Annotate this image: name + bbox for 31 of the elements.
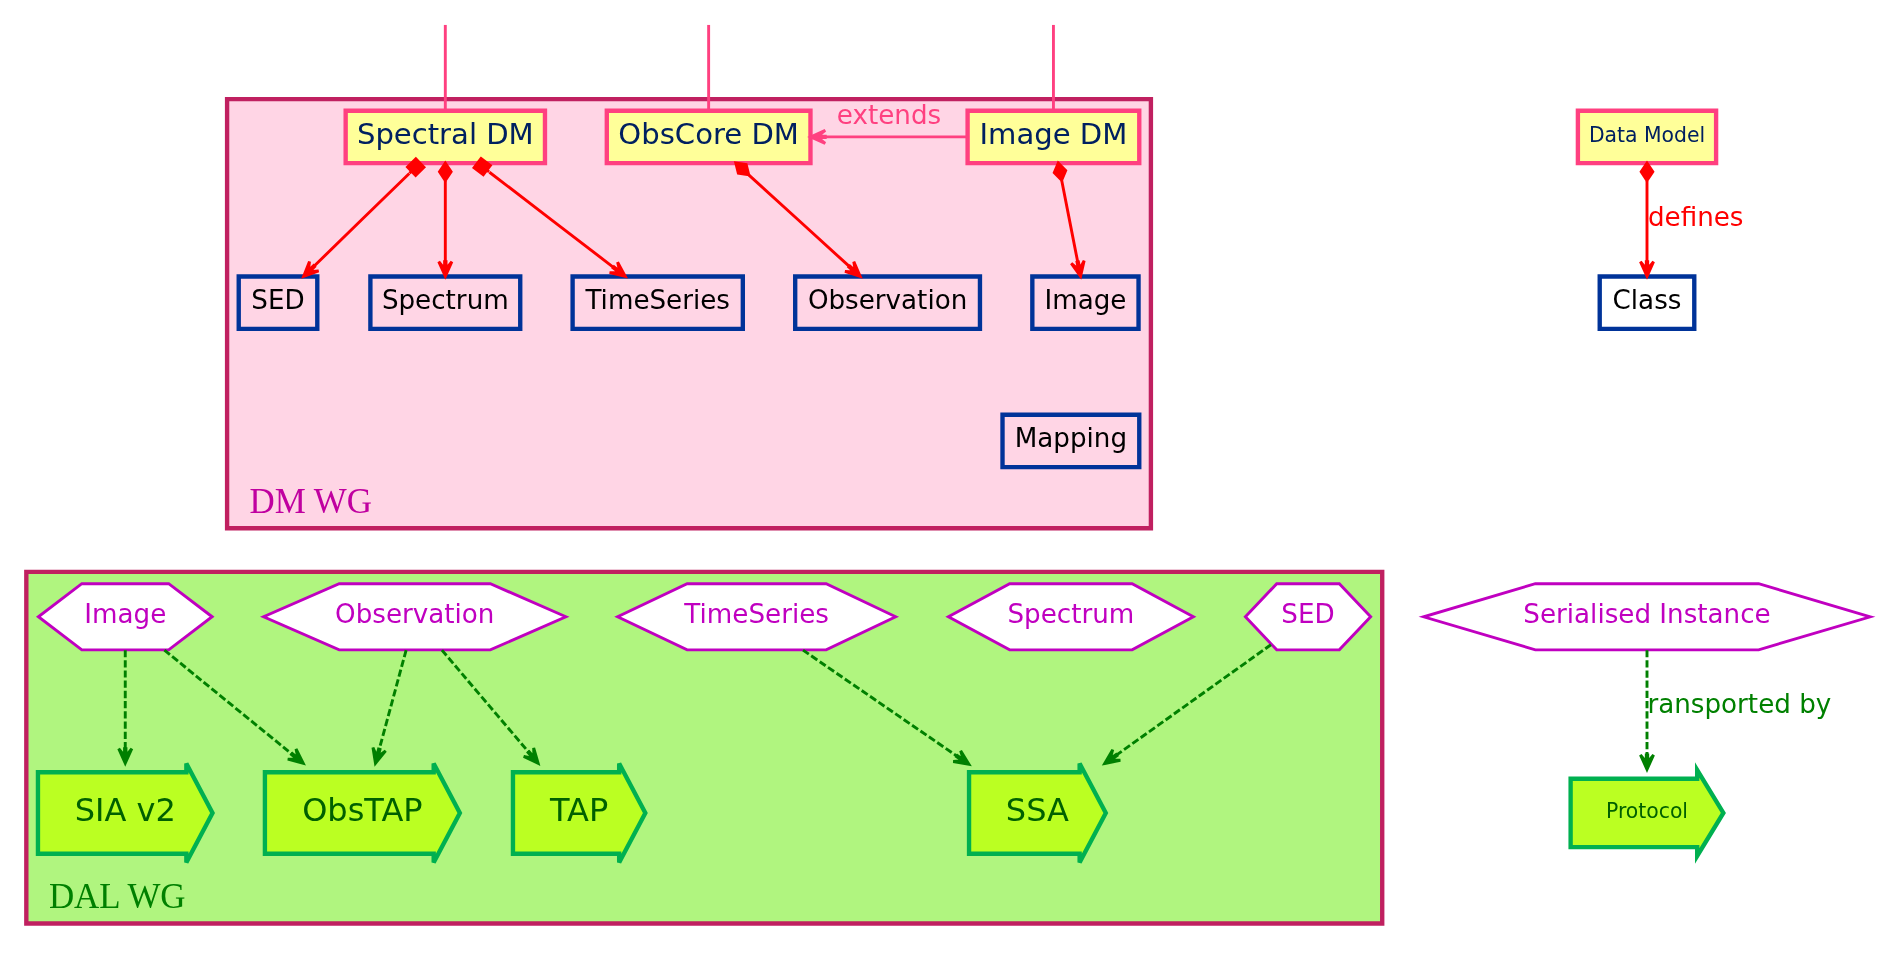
node-box: Image — [1030, 274, 1141, 332]
connector — [707, 24, 711, 111]
arrow — [163, 649, 305, 765]
arrow — [1639, 650, 1655, 771]
arrow — [440, 649, 540, 765]
arrow — [437, 160, 454, 278]
node-box: Data Model — [1575, 108, 1719, 166]
arrow — [733, 161, 862, 278]
edge-label: ransported by — [1647, 689, 1832, 720]
node-box: SED — [236, 274, 320, 332]
node-box: Spectrum — [368, 274, 523, 332]
edge-label: extends — [836, 100, 942, 131]
arrow — [117, 650, 134, 765]
node-box: Class — [1597, 274, 1697, 332]
edge-label: defines — [1647, 202, 1744, 233]
node-box: Mapping — [1000, 412, 1142, 470]
arrow — [472, 156, 627, 278]
arrow — [1639, 160, 1655, 278]
connector — [1051, 24, 1055, 111]
node-box: Spectral DM — [343, 108, 548, 166]
arrow — [371, 649, 408, 765]
node-box: Observation — [793, 274, 983, 332]
node-box: Image DM — [965, 108, 1142, 166]
arrow — [809, 128, 968, 145]
connector — [443, 24, 447, 111]
node-box: ObsCore DM — [604, 108, 813, 166]
arrow — [1103, 643, 1272, 765]
node-box: TimeSeries — [570, 274, 745, 332]
arrow — [1052, 160, 1086, 278]
arrow — [302, 156, 426, 278]
arrow — [802, 648, 971, 766]
